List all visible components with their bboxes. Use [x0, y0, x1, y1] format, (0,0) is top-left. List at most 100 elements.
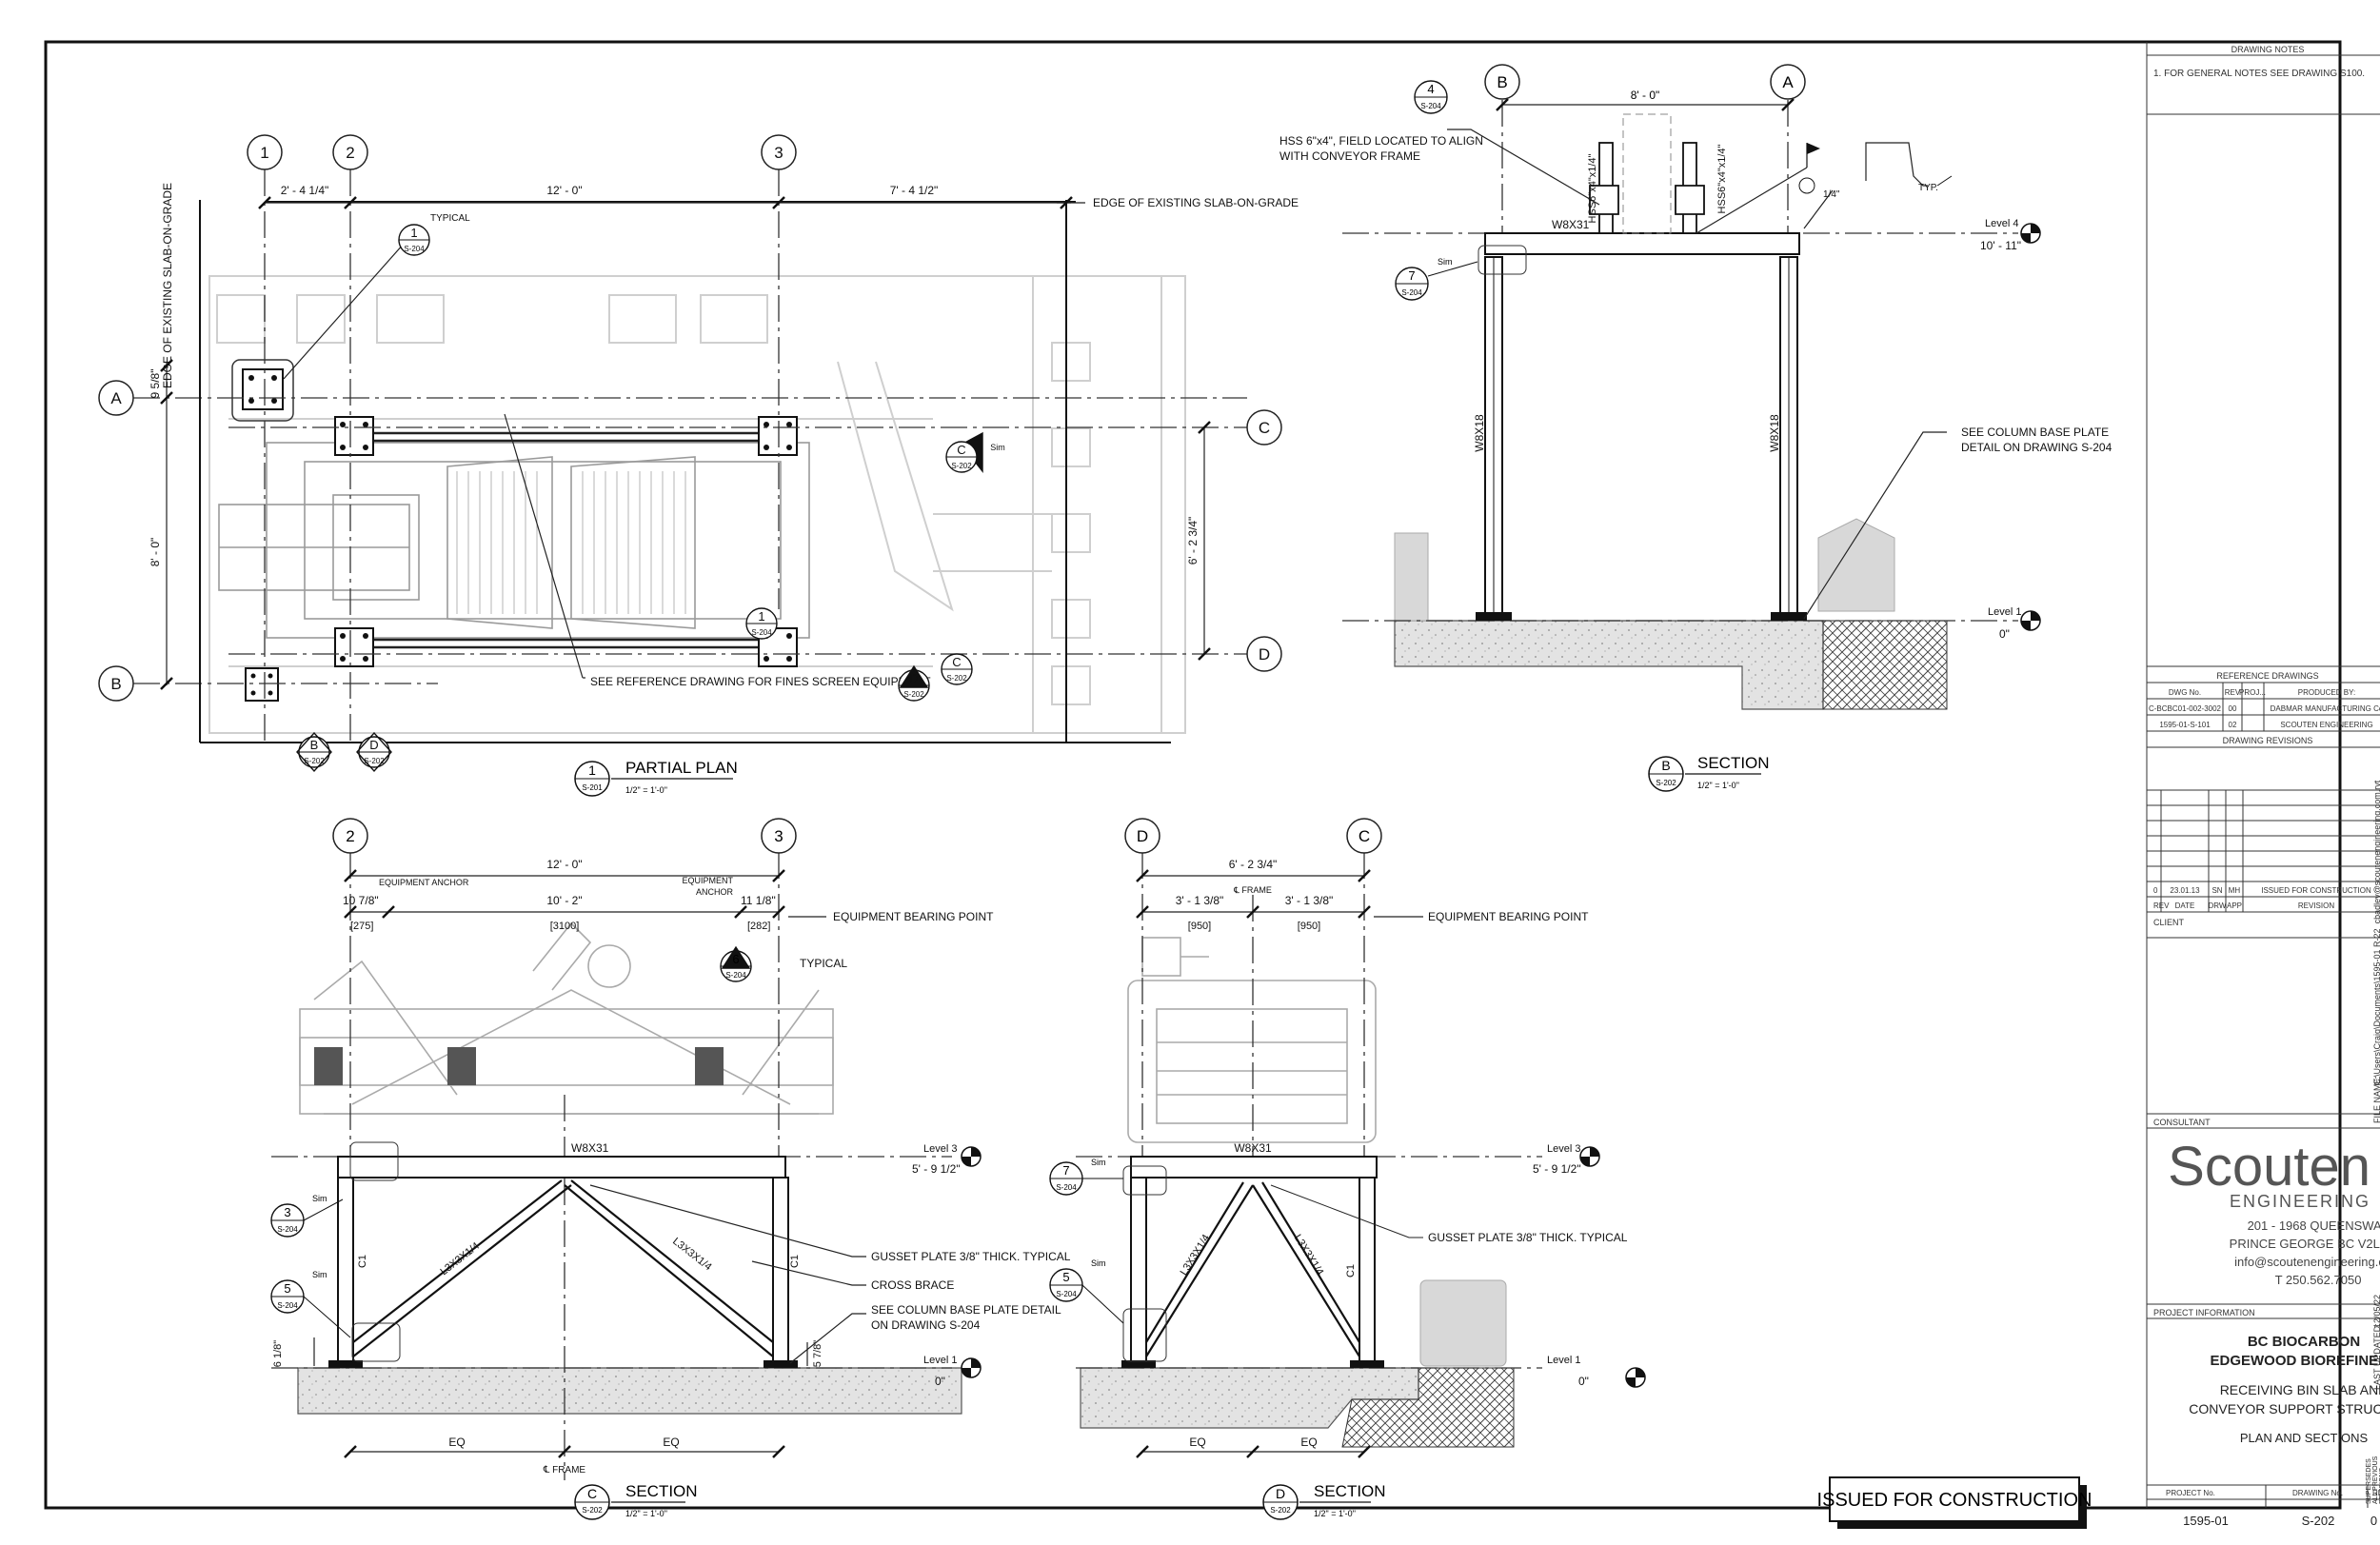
tag-c-num: C	[957, 443, 965, 457]
grid-label-3: 3	[774, 827, 783, 845]
grid-bubble-1	[247, 134, 283, 170]
rev-row-rev: 0	[2153, 886, 2158, 895]
ref-row1-dwg: C-BCBC01-002-3002	[2149, 704, 2222, 713]
tag7-sheet: S-204	[1401, 288, 1422, 297]
section-b-ref-sheet: S-202	[1656, 779, 1676, 787]
dim-left-mm: [950]	[1188, 921, 1211, 932]
desc-line-1: RECEIVING BIN SLAB AND	[2220, 1382, 2380, 1397]
tag4-sheet: S-204	[1420, 102, 1441, 110]
cross-brace-note: CROSS BRACE	[871, 1278, 954, 1292]
col-right-label: W8X18	[1768, 414, 1781, 452]
section-b-title: SECTION	[1697, 754, 1770, 772]
dim-2-3: 12' - 0"	[546, 184, 582, 197]
grid-label-3: 3	[774, 144, 783, 162]
address-2: PRINCE GEORGE BC V2L 1M2	[2230, 1237, 2380, 1251]
side-updated-label: LAST UPDATED:	[2372, 1323, 2380, 1390]
dim-c-d: 6' - 2 3/4"	[1186, 517, 1200, 565]
bearing-point: EQUIPMENT BEARING POINT	[833, 910, 994, 923]
ref-col-produced: PRODUCED BY:	[2298, 688, 2355, 697]
rev-col-revision: REVISION	[2298, 901, 2334, 910]
ref-col-dwg: DWG No.	[2169, 688, 2201, 697]
tag-d-sheet: S-202	[903, 690, 924, 699]
base-plate	[242, 368, 284, 410]
dim-3-edge: 7' - 4 1/2"	[890, 184, 939, 197]
dim-top: 8' - 0"	[1631, 89, 1660, 102]
side-file-label: FILE NAME:	[2372, 1076, 2380, 1123]
col-right-label: C1	[789, 1255, 801, 1268]
project-line-1: BC BIOCARBON	[2248, 1334, 2360, 1350]
ref-row2-dwg: 1595-01-S-101	[2159, 721, 2211, 729]
anchor-left: EQUIPMENT ANCHOR	[379, 878, 469, 887]
grid-label-2: 2	[346, 827, 354, 845]
grid-bubble-3	[761, 818, 797, 854]
grid-bubble-d	[1246, 636, 1282, 672]
tag-b-sheet: S-202	[304, 757, 325, 765]
section-c-scale: 1/2" = 1'-0"	[625, 1509, 667, 1518]
grid-label-a: A	[110, 389, 122, 407]
tag3-num: 3	[284, 1205, 290, 1219]
tag-1b-num: 1	[758, 609, 764, 624]
dim-a-offset: 9 5/8"	[149, 369, 162, 399]
revision-number: 0	[2370, 1514, 2378, 1528]
title-block	[2146, 42, 2380, 1508]
frame-cl: ℄ FRAME	[1233, 885, 1272, 895]
grid-label-c: C	[1359, 827, 1370, 845]
tag7-num: 7	[1408, 268, 1415, 283]
title-block-text: DRAWING NOTES 1. FOR GENERAL NOTES SEE D…	[2149, 45, 2380, 1497]
rev-col-date: DATE	[2175, 901, 2195, 910]
tag-c-sheet: S-202	[951, 462, 972, 470]
project-info-header: PROJECT INFORMATION	[2153, 1308, 2255, 1317]
col-right-label: C1	[1345, 1264, 1357, 1278]
level1-elevation: 0"	[935, 1375, 945, 1388]
grid-bubble-b	[98, 665, 134, 702]
level3-elevation: 5' - 9 1/2"	[1533, 1162, 1581, 1176]
issued-stamp-text: ISSUED FOR CONSTRUCTION	[1817, 1490, 2092, 1511]
dim-1-2: 2' - 4 1/4"	[281, 184, 329, 197]
ref-row1-produced: DABMAR MANUFACTURING Co	[2271, 704, 2380, 713]
eq-left: EQ	[1189, 1436, 1205, 1449]
grid-bubble-c	[1246, 409, 1282, 446]
ref-col-proj: PROJ...	[2239, 688, 2266, 697]
weld-size: 1/4"	[1823, 189, 1840, 200]
reference-drawings-header: REFERENCE DRAWINGS	[2216, 671, 2318, 681]
tag7-sim: Sim	[1438, 257, 1453, 267]
col-left-label: W8X18	[1473, 414, 1486, 452]
bearing-point: EQUIPMENT BEARING POINT	[1428, 910, 1589, 923]
dim-right-mm: [282]	[747, 921, 770, 932]
drawing-number: S-202	[2301, 1514, 2335, 1528]
dim-left: 3' - 1 3/8"	[1176, 894, 1224, 907]
beam-label: W8X31	[1234, 1141, 1272, 1155]
dim-right: 3' - 1 3/8"	[1285, 894, 1334, 907]
section-b: B A 8' - 0" HSS 6"x4", FIELD LOCATED TO …	[1279, 64, 2112, 792]
hss-note-2: WITH CONVEYOR FRAME	[1279, 149, 1420, 163]
plan-ref-sheet: S-201	[582, 783, 603, 792]
section-d-scale: 1/2" = 1'-0"	[1314, 1509, 1356, 1518]
grid-bubble-a	[1770, 64, 1806, 100]
desc-line-3: PLAN AND SECTIONS	[2240, 1431, 2369, 1445]
rev-row-revision: ISSUED FOR CONSTRUCTION	[2261, 886, 2371, 895]
drawing-note-1: 1. FOR GENERAL NOTES SEE DRAWING S100.	[2153, 69, 2365, 79]
rev-row-drw: SN	[2211, 886, 2222, 895]
tag3-sheet: S-204	[277, 1225, 298, 1234]
gusset-note: GUSSET PLATE 3/8" THICK. TYPICAL	[871, 1250, 1071, 1263]
tag7-sheet: S-204	[1056, 1183, 1077, 1192]
grid-label-2: 2	[346, 144, 354, 162]
section-c-title: SECTION	[625, 1482, 698, 1500]
dim-total: 12' - 0"	[546, 858, 582, 871]
drawing-no-label: DRAWING No.	[2292, 1489, 2343, 1497]
desc-line-2: CONVEYOR SUPPORT STRUCTURE	[2189, 1401, 2380, 1416]
tag-d-num: D	[909, 671, 918, 685]
tag-d2-num: D	[369, 738, 378, 752]
hss-label-2: HSS6"x4"x1/4"	[1716, 144, 1728, 213]
phone: T 250.562.7050	[2275, 1273, 2362, 1287]
grid-bubble-2	[332, 134, 368, 170]
tag7-num: 7	[1062, 1163, 1069, 1178]
hss-note-1: HSS 6"x4", FIELD LOCATED TO ALIGN	[1279, 134, 1483, 148]
ref-row2-produced: SCOUTEN ENGINEERING	[2280, 721, 2372, 729]
logo-sub: ENGINEERING	[2230, 1192, 2370, 1211]
level1-elevation: 0"	[1999, 627, 2010, 641]
rev-col-drw: DRW	[2209, 901, 2227, 910]
ref-row2-rev: 02	[2229, 721, 2237, 729]
dim-a-b: 8' - 0"	[149, 538, 162, 567]
